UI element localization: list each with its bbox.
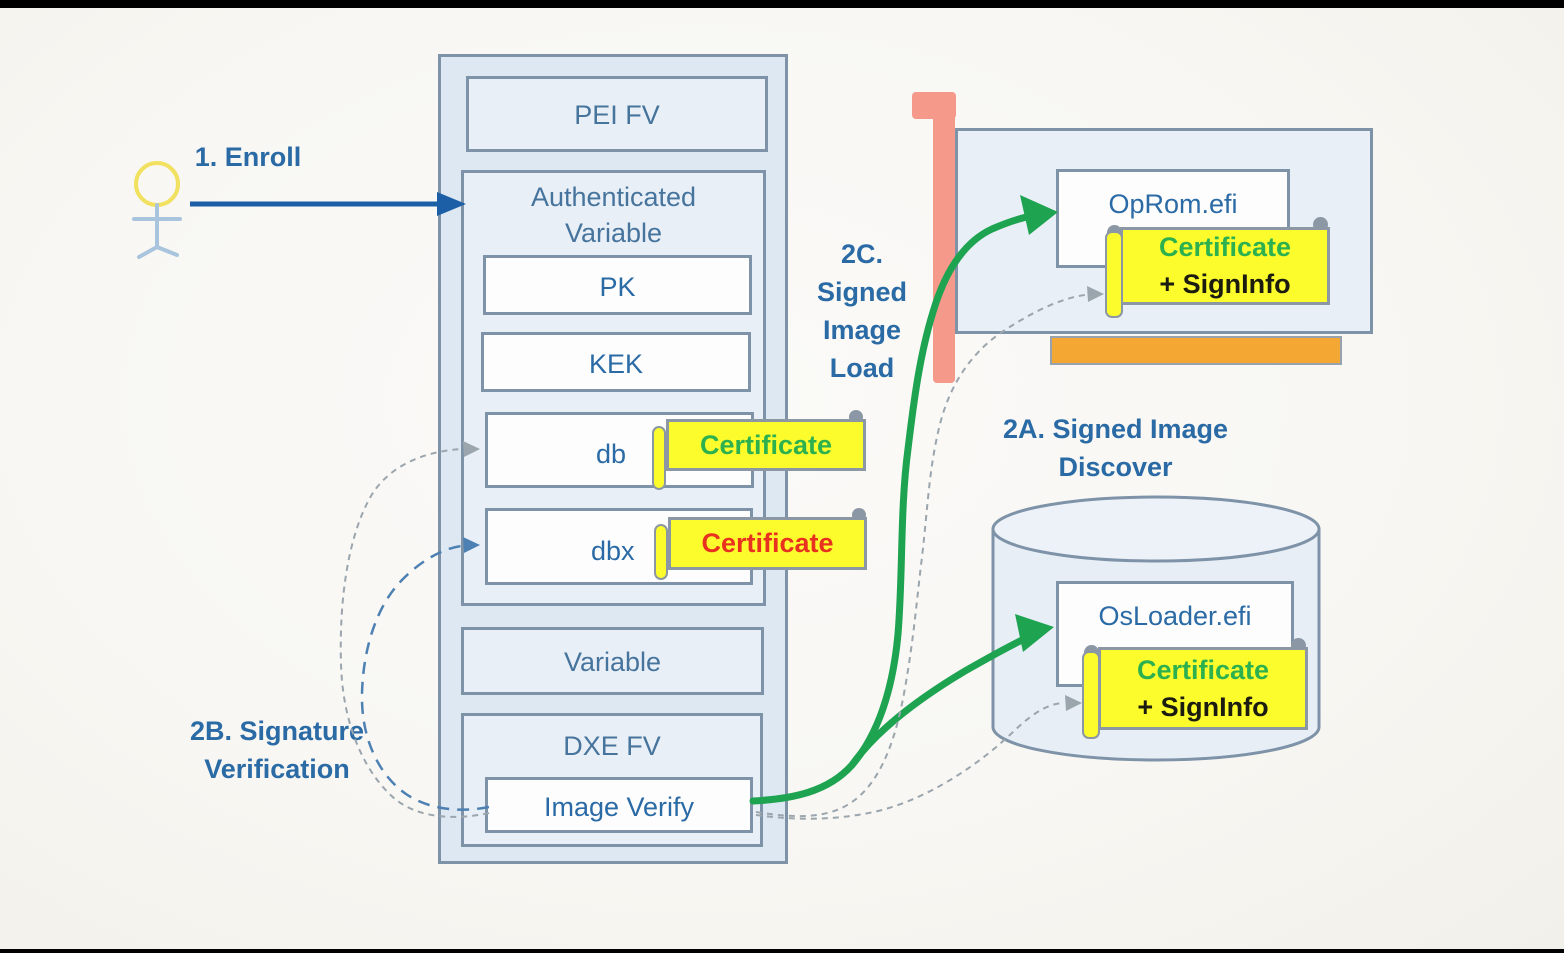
signed-image-discover-annotation: 2A. Signed Image Discover [993,410,1238,486]
letterbox-top-bar [0,0,1564,8]
authenticated-variable-label-line1: Authenticated [530,182,697,212]
osloader-label: OsLoader.efi [1098,601,1252,631]
signed-image-discover-line1: 2A. Signed Image [1002,414,1229,444]
image-verify-label: Image Verify [543,792,695,822]
oprom-certificate-line2: + SignInfo [1159,269,1291,299]
enroll-arrow [190,192,466,216]
pei-fv-label: PEI FV [574,100,660,130]
signed-image-load-line3: Image [822,315,902,345]
osloader-certificate-line2: + SignInfo [1137,691,1269,722]
kek-box: KEK [481,332,751,392]
oprom-scroll-handle [1105,231,1123,318]
dxe-fv-label: DXE FV [563,731,661,761]
enroll-annotation: 1. Enroll [194,142,302,172]
signed-image-discover-arrow [848,614,1054,769]
variable-label: Variable [563,647,662,677]
dbx-label: dbx [591,536,635,566]
osloader-certificate-scroll: Certificate + SignInfo [1098,647,1308,730]
card-edge-connector [1050,336,1342,365]
dbx-certificate-scroll: Certificate [668,517,867,570]
signed-image-load-line4: Load [829,353,895,383]
pk-label: PK [599,272,636,302]
signature-verification-line1: 2B. Signature [189,716,365,746]
kek-label: KEK [588,349,644,379]
card-bracket-bar [933,92,955,383]
osloader-scroll-handle [1082,651,1100,739]
signed-image-load-line1: 2C. [840,239,884,269]
signed-image-load-line2: Signed [816,277,907,307]
osloader-cert-fetch-dashed-arrow [755,695,1082,820]
db-certificate-scroll-handle [652,426,666,490]
signature-verification-line2: Verification [204,754,350,784]
db-certificate-label: Certificate [699,429,833,460]
image-verify-box: Image Verify [485,777,753,833]
osloader-certificate-line1: Certificate [1136,654,1270,685]
db-certificate-scroll: Certificate [666,419,866,471]
authenticated-variable-label-line2: Variable [564,218,663,248]
oprom-label: OpRom.efi [1108,189,1238,219]
oprom-certificate-line1: Certificate [1158,232,1292,262]
signed-image-discover-line2: Discover [1058,452,1173,482]
variable-box: Variable [461,627,764,695]
dbx-certificate-label: Certificate [701,528,834,558]
signed-image-load-annotation: 2C. Signed Image Load [808,235,916,387]
db-label: db [596,439,627,469]
user-icon [132,161,182,259]
signature-verification-annotation: 2B. Signature Verification [172,712,382,788]
dbx-certificate-scroll-handle [654,524,668,580]
letterbox-bottom-bar [0,949,1564,953]
oprom-certificate-scroll: Certificate + SignInfo [1120,227,1330,305]
pei-fv-box: PEI FV [466,76,768,152]
pk-box: PK [483,255,752,315]
